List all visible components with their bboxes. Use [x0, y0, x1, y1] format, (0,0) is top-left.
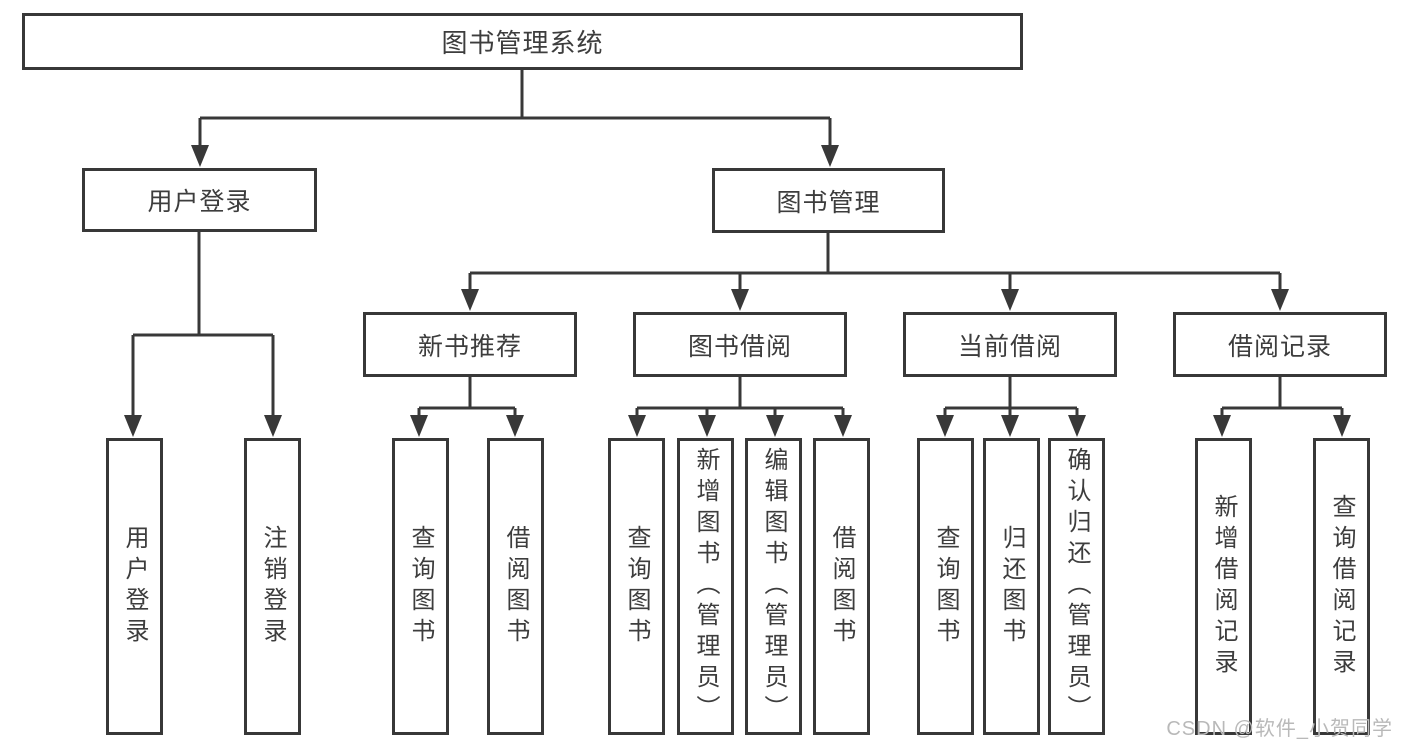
node-book-management: 图书管理 — [712, 168, 945, 233]
leaf-query-books-borrowing: 查询图书 — [608, 438, 665, 735]
leaf-borrow-books-borrowing: 借阅图书 — [813, 438, 870, 735]
node-book-borrowing: 图书借阅 — [633, 312, 847, 377]
node-current-borrowing: 当前借阅 — [903, 312, 1117, 377]
csdn-watermark: CSDN @软件_小贺同学 — [1166, 718, 1393, 740]
leaf-return-books: 归还图书 — [983, 438, 1040, 735]
leaf-query-books-recommend: 查询图书 — [392, 438, 449, 735]
node-new-book-recommend: 新书推荐 — [363, 312, 577, 377]
connector-lines — [131, 70, 1344, 416]
leaf-confirm-return-admin: 确认归还（管理员） — [1048, 438, 1105, 735]
leaf-query-borrow-record: 查询借阅记录 — [1313, 438, 1370, 735]
node-user-login: 用户登录 — [82, 168, 317, 232]
node-root-system: 图书管理系统 — [22, 13, 1023, 70]
leaf-borrow-books-recommend: 借阅图书 — [487, 438, 544, 735]
leaf-edit-books-admin: 编辑图书（管理员） — [745, 438, 802, 735]
node-borrow-records: 借阅记录 — [1173, 312, 1387, 377]
leaf-logout: 注销登录 — [244, 438, 301, 735]
leaf-user-login: 用户登录 — [106, 438, 163, 735]
leaf-add-books-admin: 新增图书（管理员） — [677, 438, 734, 735]
leaf-add-borrow-record: 新增借阅记录 — [1195, 438, 1252, 735]
leaf-query-books-current: 查询图书 — [917, 438, 974, 735]
arrowhead-icons — [124, 145, 1351, 437]
